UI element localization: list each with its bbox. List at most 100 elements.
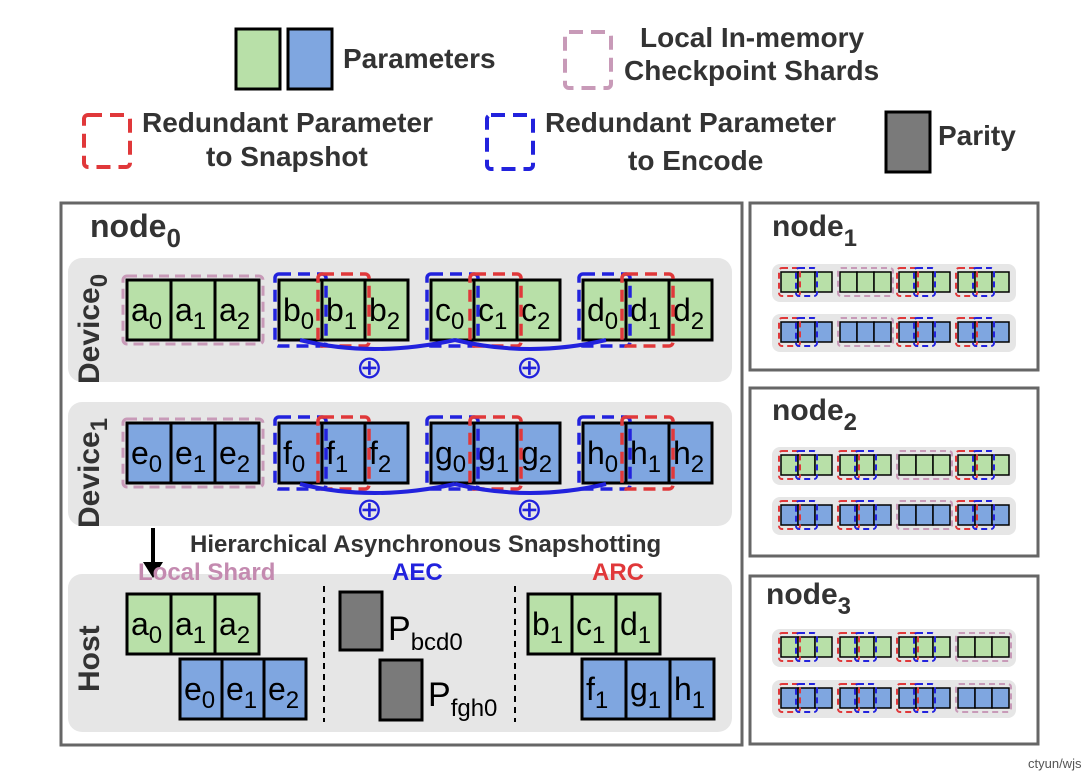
param-cell-label: g0 <box>435 435 466 478</box>
mini-param-cell <box>814 454 833 476</box>
mini-param-cell <box>932 504 951 526</box>
mini-encode-outline <box>795 450 818 480</box>
mini-encode-outline <box>972 500 995 530</box>
param-cell-label: h1 <box>630 435 661 478</box>
param-cell <box>125 592 173 656</box>
watermark: ctyun/wjs <box>1028 756 1082 771</box>
param-cell-label: b2 <box>369 292 400 335</box>
device0-xor-links: ⊕ ⊕ <box>299 338 607 385</box>
mini-param-cell <box>991 271 1010 293</box>
mini-param-cell <box>873 687 892 709</box>
param-cell <box>262 657 308 721</box>
mini-encode-outline <box>795 317 818 347</box>
param-cell <box>472 421 519 485</box>
param-cell <box>580 657 628 721</box>
param-cell-label: c1 <box>478 292 507 335</box>
xor-arc <box>299 338 456 351</box>
param-cell <box>363 278 410 342</box>
param-group-c: c0 c1 c2 <box>425 272 562 348</box>
mini-encode-outline <box>795 500 818 530</box>
mini-param-cell <box>957 636 976 658</box>
mini-param-cell <box>839 321 858 343</box>
param-cell <box>624 657 672 721</box>
other-nodes: node1 node2 node3 <box>748 201 1040 746</box>
mini-snapshot-outline <box>778 317 801 347</box>
local-shard-label: Local Shard <box>138 559 275 586</box>
mini-param-cell <box>873 636 892 658</box>
param-cell-label: g1 <box>478 435 509 478</box>
param-cell-label: e1 <box>226 671 257 714</box>
param-cell <box>178 657 224 721</box>
xor-symbol: ⊕ <box>516 349 543 385</box>
param-cell <box>515 421 562 485</box>
param-cell-label: e0 <box>131 435 162 478</box>
mini-encode-outline <box>913 317 936 347</box>
legend-local-line2: Checkpoint Shards <box>624 55 879 86</box>
param-cell-label: c2 <box>521 292 550 335</box>
param-cell-label: a2 <box>219 606 250 649</box>
mini-encode-outline <box>854 450 877 480</box>
mini-snapshot-outline <box>778 500 801 530</box>
mini-encode-outline <box>972 317 995 347</box>
xor-arc <box>454 338 607 351</box>
param-cell-label: f0 <box>283 435 305 478</box>
mini-encode-outline <box>972 450 995 480</box>
snapshot-caption: Hierarchical Asynchronous Snapshotting <box>190 531 661 558</box>
mini-local-outline <box>955 683 1012 713</box>
host-label: Host <box>73 625 106 692</box>
mini-encode-outline <box>913 267 936 297</box>
node3-label: node3 <box>766 578 851 620</box>
mini-param-cell <box>873 321 892 343</box>
param-cell <box>614 592 662 656</box>
param-cell-label: b1 <box>326 292 357 335</box>
local-shard-outline <box>121 417 265 489</box>
node1-label: node1 <box>772 210 857 252</box>
param-cell-label: c0 <box>435 292 464 335</box>
param-cell <box>320 278 367 342</box>
xor-arc <box>454 482 607 495</box>
mini-param-cell <box>873 454 892 476</box>
mini-encode-outline <box>913 632 936 662</box>
legend-blue-swatch <box>286 27 334 91</box>
param-cell-label: e1 <box>175 435 206 478</box>
param-cell-label: a2 <box>219 292 250 335</box>
mini-param-cell <box>814 504 833 526</box>
parity-block-bcd0 <box>338 590 384 652</box>
param-cell-label: d2 <box>673 292 704 335</box>
mini-param-cell <box>932 636 951 658</box>
mini-snapshot-outline <box>778 632 801 662</box>
param-cell-label: b1 <box>532 606 563 649</box>
device1-label: Device1 <box>73 418 113 528</box>
encode-outline <box>425 415 480 491</box>
xor-symbol: ⊕ <box>356 349 383 385</box>
mini-snapshot-outline <box>955 267 978 297</box>
mini-param-cell <box>991 454 1010 476</box>
xor-arc <box>299 482 456 495</box>
local-shard-outline <box>121 274 265 346</box>
param-cell-label: h0 <box>587 435 618 478</box>
param-cell <box>213 278 261 342</box>
encode-outline <box>273 415 328 491</box>
mini-param-cell <box>932 687 951 709</box>
mini-param-cell <box>974 636 993 658</box>
param-cell <box>515 278 562 342</box>
mini-snapshot-outline <box>778 450 801 480</box>
param-cell <box>668 657 716 721</box>
legend-red-line2: to Snapshot <box>206 141 368 172</box>
mini-encode-outline <box>795 267 818 297</box>
param-cell <box>213 592 261 656</box>
parity-label-fgh0: Pfgh0 <box>428 676 497 722</box>
param-cell <box>125 421 173 485</box>
param-cell-label: e2 <box>219 435 250 478</box>
mini-param-cell <box>898 504 917 526</box>
mini-param-cell <box>873 504 892 526</box>
param-cell-label: d1 <box>630 292 661 335</box>
legend-red-swatch <box>82 113 132 169</box>
mini-param-cell <box>814 321 833 343</box>
mini-local-outline <box>896 450 953 480</box>
mini-snapshot-outline <box>837 683 860 713</box>
